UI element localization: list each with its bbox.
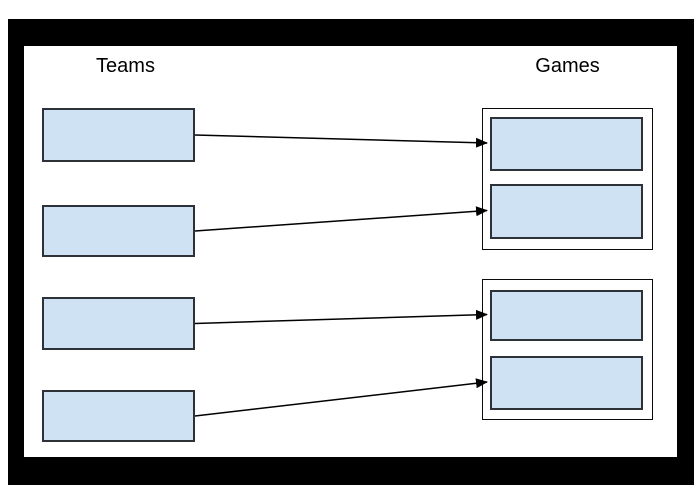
game-group-2 — [482, 279, 653, 420]
connection-arrow-team-2-game-1b — [194, 206, 488, 232]
team-box-4 — [42, 390, 195, 442]
diagram-frame: Teams Games — [8, 19, 694, 485]
game-box-2b — [490, 356, 643, 410]
connection-arrow-team-3-game-2a — [194, 309, 488, 325]
team-box-3 — [42, 297, 195, 350]
connection-arrow-team-1-game-1a — [194, 134, 488, 148]
games-column-label: Games — [535, 55, 600, 77]
teams-column-label: Teams — [96, 55, 155, 77]
team-box-1 — [42, 108, 195, 162]
team-box-2 — [42, 205, 195, 257]
game-box-2a — [490, 290, 643, 341]
game-box-1a — [490, 117, 643, 171]
game-group-1 — [482, 108, 653, 250]
diagram-canvas: Teams Games — [24, 46, 677, 457]
game-box-1b — [490, 184, 643, 239]
connection-arrow-team-4-game-2b — [194, 378, 488, 417]
